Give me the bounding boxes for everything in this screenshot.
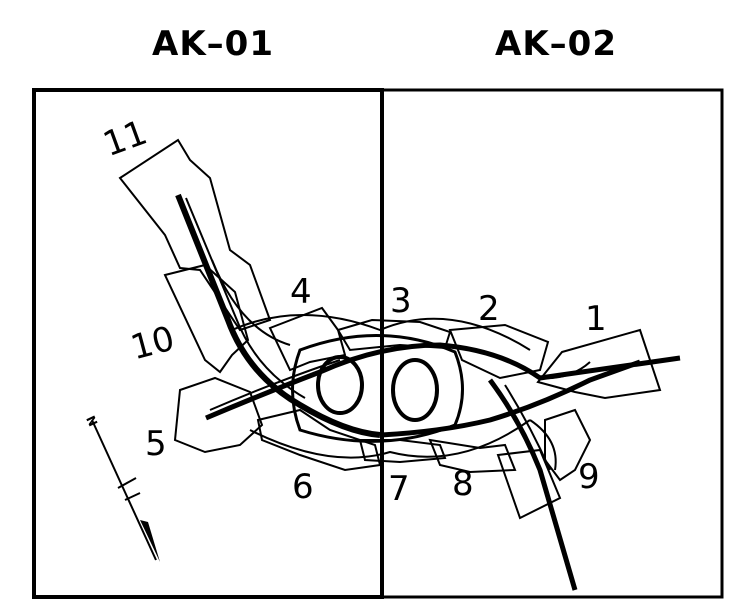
sheet-frame-ak01 (32, 88, 384, 599)
segment-outline-8b (496, 448, 562, 520)
segment-label-5: 5 (145, 424, 167, 464)
ramp-south (487, 378, 578, 591)
north-arrow-letter: N (83, 414, 100, 429)
segment-label-3: 3 (390, 281, 412, 321)
segment-outline-3 (336, 318, 452, 352)
segment-label-6: 6 (292, 467, 314, 507)
segment-outline-1 (536, 328, 662, 400)
ramp-south-east (379, 359, 641, 438)
segment-label-9: 9 (578, 457, 600, 497)
interchange-core (291, 334, 464, 443)
loop-ramp-west (316, 355, 364, 415)
segment-label-7: 7 (388, 469, 410, 509)
loop-ramp-east (391, 358, 439, 422)
sheet-frame-ak02 (380, 88, 724, 599)
segment-labels: 1 2 3 4 5 6 7 8 9 10 11 (98, 113, 607, 509)
segment-outline-6 (256, 408, 382, 472)
segment-outline-2 (448, 323, 550, 380)
segment-outline-5 (173, 376, 264, 454)
segment-label-1: 1 (585, 299, 607, 339)
roadway-alignment (175, 193, 681, 591)
segment-label-11: 11 (98, 113, 152, 165)
mainline-nw (175, 193, 381, 438)
mainline-e (205, 342, 681, 421)
sheet-title-ak01: AK–01 (152, 24, 274, 64)
north-arrow-icon: N (83, 414, 160, 562)
segment-outline-11 (118, 138, 272, 332)
segment-label-8: 8 (452, 464, 474, 504)
segment-label-2: 2 (478, 289, 500, 329)
segment-outline-4 (268, 306, 347, 372)
segment-label-4: 4 (290, 272, 312, 312)
segment-label-10: 10 (127, 319, 179, 369)
sheet-title-ak02: AK–02 (495, 24, 617, 64)
